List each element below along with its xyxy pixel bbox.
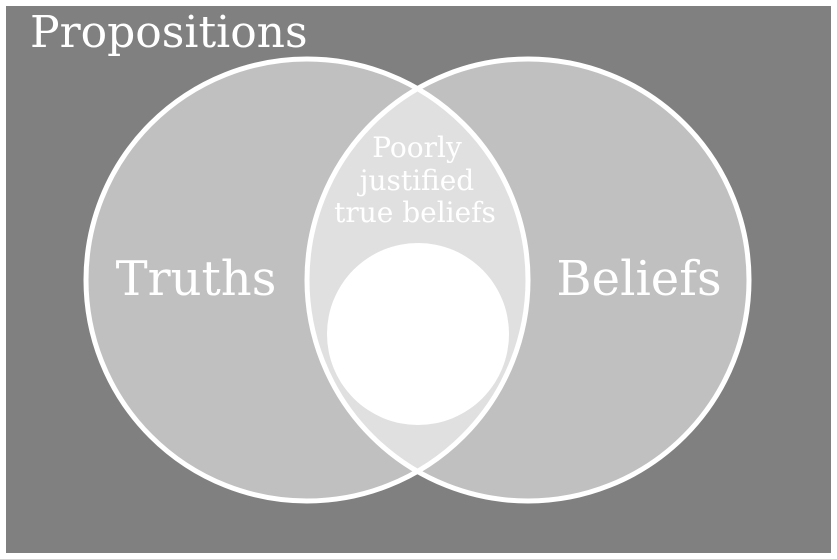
truths-label: Truths	[116, 251, 277, 307]
inner-region	[327, 243, 509, 425]
beliefs-label: Beliefs	[556, 251, 721, 307]
intersection-label-line-1: Poorly	[372, 131, 462, 164]
beliefs-outline	[304, 56, 752, 504]
truths-outline	[83, 56, 531, 504]
intersection-label-line-2: justified	[357, 164, 475, 197]
universe-title: Propositions	[30, 7, 308, 58]
intersection-label-line-3: true beliefs	[334, 196, 496, 229]
